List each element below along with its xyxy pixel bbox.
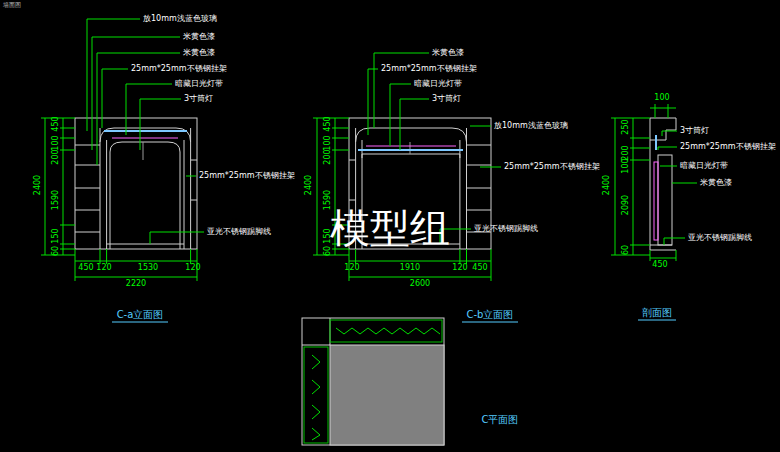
- dimension-text: 200: [324, 149, 332, 164]
- callout-label: 米黄色漆: [183, 49, 215, 57]
- view-title: C平面图: [482, 415, 519, 425]
- dimension-text: 2400: [603, 175, 611, 195]
- dimension-text: 120: [185, 264, 200, 272]
- dimension-text: 150: [52, 228, 60, 243]
- dimension-text: 100: [52, 135, 60, 150]
- dimension-text: 200: [52, 149, 60, 164]
- dimension-text: 1590: [52, 190, 60, 210]
- dimension-text: 450: [78, 264, 93, 272]
- callout-label: 3寸筒灯: [432, 95, 461, 103]
- callout-label: 放10mm浅蓝色玻璃: [494, 122, 568, 130]
- callout-label: 墙面图: [3, 2, 21, 8]
- callout-label: 25mm*25mm不锈钢挂架: [504, 163, 600, 171]
- callout-label: 25mm*25mm不锈钢挂架: [381, 65, 477, 73]
- dimension-text: 2600: [410, 280, 430, 288]
- dimension-text: 60: [622, 245, 630, 255]
- callout-label: 25mm*25mm不锈钢挂架: [131, 65, 227, 73]
- callout-label: 3寸筒灯: [680, 127, 709, 135]
- callout-label: 暗藏日光灯带: [680, 162, 728, 170]
- view-title: 剖面图: [642, 308, 672, 318]
- callout-label: 亚光不锈钢踢脚线: [207, 228, 271, 236]
- callout-label: 3寸筒灯: [184, 95, 213, 103]
- dimension-text: 450: [52, 116, 60, 131]
- callout-label: 25mm*25mm不锈钢挂架: [680, 143, 776, 151]
- dimension-lines: [41, 19, 204, 281]
- callout-label: 25mm*25mm不锈钢挂架: [199, 172, 295, 180]
- callout-label: 亚光不锈钢踢脚线: [688, 234, 752, 242]
- section-view: [650, 118, 676, 250]
- callout-label: 亚光不锈钢踢脚线: [474, 225, 538, 233]
- callout-label: 放10mm浅蓝色玻璃: [143, 15, 217, 23]
- dimension-text: 1910: [400, 264, 420, 272]
- dimension-text: 1530: [138, 264, 158, 272]
- dimension-text: 2220: [126, 280, 146, 288]
- dimension-text: 450: [472, 264, 487, 272]
- plan-view: [302, 318, 444, 445]
- callout-label: 暗藏日光灯带: [175, 80, 223, 88]
- callout-label: 暗藏日光灯带: [414, 80, 462, 88]
- callout-label: 米黄色漆: [700, 179, 732, 187]
- dimension-text: 60: [52, 246, 60, 256]
- dimension-text: 2090: [622, 195, 630, 215]
- dimension-text: 100: [654, 94, 669, 102]
- callout-label: 米黄色漆: [183, 33, 215, 41]
- dimension-text: 120: [96, 264, 111, 272]
- dimension-text: 2400: [305, 175, 313, 195]
- dimension-text: 100: [622, 158, 630, 173]
- callout-label: 米黄色漆: [432, 49, 464, 57]
- view-title: C-a立面图: [117, 310, 164, 320]
- dimension-text: 250: [622, 119, 630, 134]
- view-title: C-b立面图: [467, 310, 514, 320]
- watermark: 模型组: [330, 208, 450, 248]
- dimension-text: 200: [622, 145, 630, 160]
- dimension-text: 450: [324, 116, 332, 131]
- dimension-text: 2400: [34, 175, 42, 195]
- dimension-text: 450: [652, 261, 667, 269]
- dimension-text: 120: [344, 264, 359, 272]
- dimension-text: 120: [452, 264, 467, 272]
- dimension-text: 100: [324, 135, 332, 150]
- elevation-a: [75, 118, 197, 249]
